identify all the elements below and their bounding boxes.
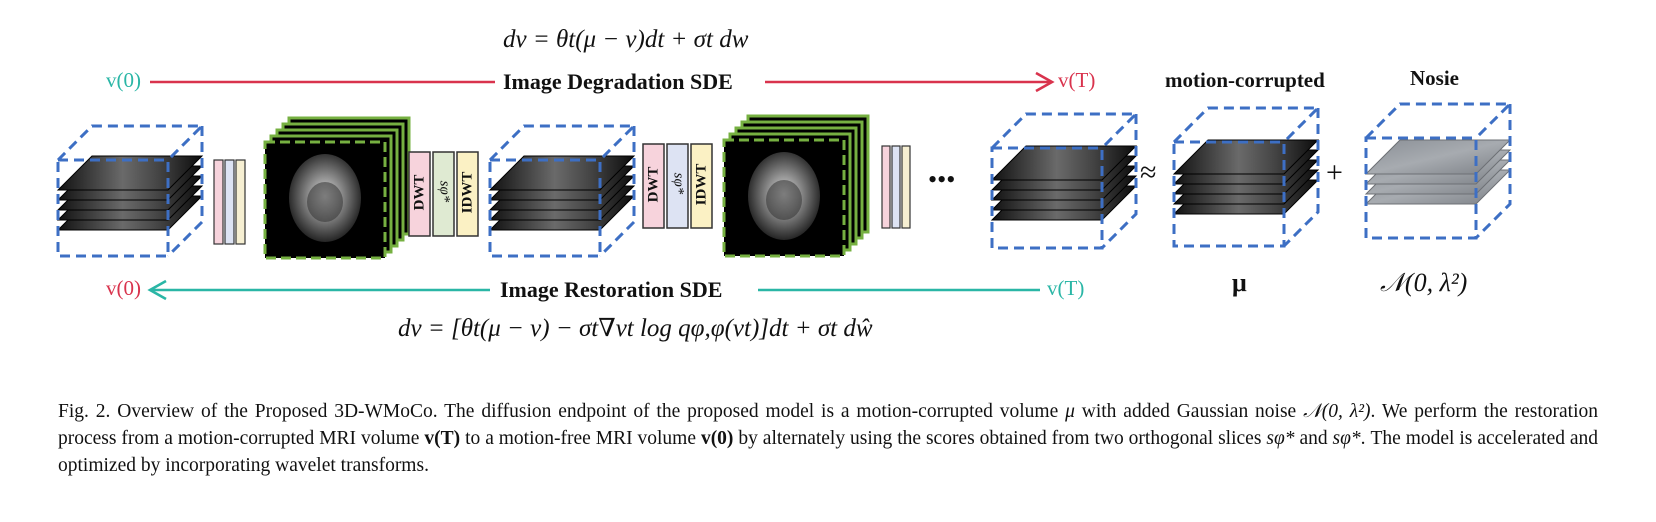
- caption-text-5: by alternately using the scores obtained…: [738, 428, 1262, 449]
- idwt-label-2: IDWT: [693, 163, 710, 206]
- forward-sde-text: dv = θt(μ − v)dt + σt dw: [503, 26, 749, 53]
- motion-corrupted-label: motion-corrupted: [1165, 68, 1325, 92]
- caption-text-3: . We perform the restoration process fro…: [58, 401, 1598, 449]
- diagram-canvas: [56, 71, 1514, 301]
- caption-fig-number: Fig. 2.: [58, 401, 111, 422]
- figure-caption: Fig. 2. Overview of the Proposed 3D-WMoC…: [58, 398, 1598, 479]
- noise-slices: [1364, 139, 1512, 205]
- slice-stack: [990, 145, 1138, 221]
- restoration-label: Image Restoration SDE: [500, 277, 723, 302]
- caption-text-2: with added Gaussian noise: [1081, 401, 1297, 422]
- score-label-2: sφ*: [670, 172, 687, 195]
- idwt-label-1: IDWT: [459, 171, 476, 214]
- degradation-arrow: [150, 71, 1055, 93]
- feature-bars-2: [881, 145, 911, 229]
- volume-cube-noise: [1364, 102, 1514, 240]
- caption-text-6: . The model is accelerated and optimized…: [58, 428, 1599, 476]
- caption-s2: sφ*: [1332, 428, 1361, 449]
- wavelet-block-2: [642, 143, 713, 229]
- volume-cube-input: [56, 124, 206, 258]
- feature-bars-1: [213, 159, 246, 245]
- slice-stack: [1172, 139, 1320, 215]
- reverse-sde-equation: dv = [θt(μ − v) − σt∇vt log qφ,φ(vt)]dt …: [398, 313, 873, 343]
- caption-mu: μ: [1065, 401, 1075, 422]
- reverse-sde-text: dv = [θt(μ − v) − σt∇vt log qφ,φ(vt)]dt …: [398, 315, 873, 342]
- slice-frames-1: [263, 116, 411, 260]
- caption-and: and: [1299, 428, 1328, 449]
- mu-label: μ: [1232, 268, 1247, 297]
- caption-noise: 𝒩(0, λ²): [1303, 401, 1371, 422]
- plus-symbol: +: [1326, 156, 1343, 189]
- slice-stack: [56, 155, 204, 231]
- v0-bottom-label: v(0): [106, 276, 141, 300]
- degradation-label: Image Degradation SDE: [503, 69, 733, 94]
- caption-vt: v(T): [424, 428, 461, 449]
- slice-stack: [488, 155, 636, 231]
- volume-cube-mid: [488, 124, 638, 258]
- caption-text-1: Overview of the Proposed 3D-WMoCo. The d…: [117, 401, 1059, 422]
- caption-v0: v(0): [700, 428, 734, 449]
- volume-cube-mu: [1172, 106, 1322, 248]
- score-label-1: sφ*: [436, 180, 453, 203]
- noise-distribution-label: 𝒩(0, λ²): [1380, 268, 1468, 297]
- approx-symbol: ≈: [1140, 156, 1157, 189]
- caption-text-4: to a motion-free MRI volume: [465, 428, 696, 449]
- noise-label: Nosie: [1410, 66, 1459, 90]
- restoration-arrow: [147, 279, 1040, 301]
- caption-s1: sφ*: [1266, 428, 1295, 449]
- forward-sde-equation: dv = θt(μ − v)dt + σt dw: [503, 26, 748, 54]
- wavelet-block-1: [408, 151, 479, 237]
- dwt-label-1: DWT: [411, 174, 428, 211]
- slice-frames-2: [722, 114, 870, 258]
- ellipsis: •••: [928, 165, 956, 194]
- vt-bottom-label: v(T): [1047, 276, 1085, 300]
- volume-cube-vt: [990, 112, 1140, 250]
- v0-top-label: v(0): [106, 68, 141, 92]
- vt-top-label: v(T): [1058, 68, 1096, 92]
- dwt-label-2: DWT: [645, 166, 662, 203]
